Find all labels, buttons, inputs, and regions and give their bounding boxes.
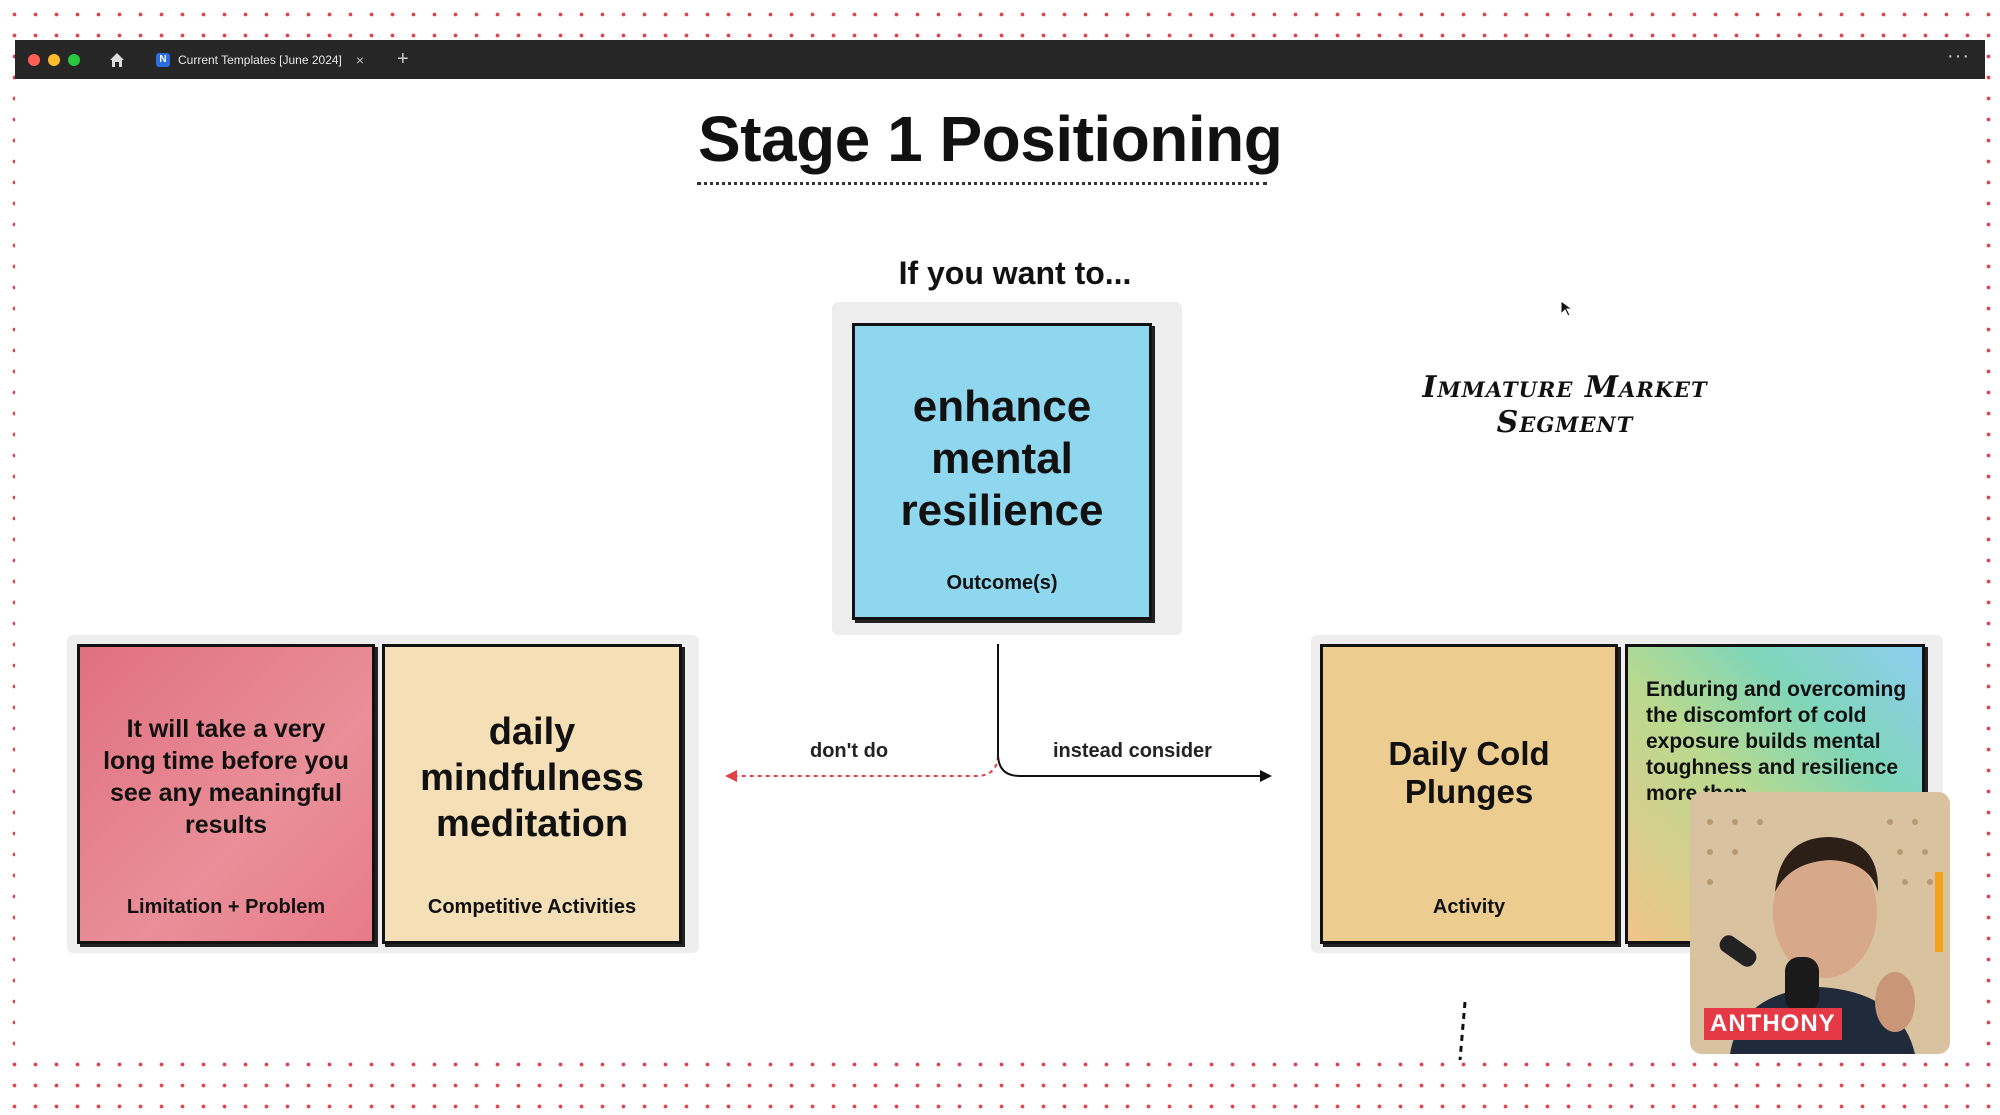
limitation-tag: Limitation + Problem [126, 896, 326, 918]
instead-arrowhead [1260, 770, 1272, 782]
segment-label: Immature Market Segment [1422, 370, 1708, 440]
competitive-card[interactable]: daily mindfulness meditation Competitive… [382, 644, 682, 944]
benefit-text: Enduring and overcoming the discomfort o… [1646, 678, 1907, 805]
close-window-button[interactable] [28, 54, 40, 66]
tab-title: Current Templates [June 2024] [178, 53, 342, 67]
flow-connectors [725, 644, 1467, 1060]
app-window: N Current Templates [June 2024] × + ··· … [15, 40, 1985, 1060]
title-bar: N Current Templates [June 2024] × + ··· [15, 40, 1985, 79]
dont-do-arrow [735, 644, 999, 777]
activity-card[interactable]: Daily Cold Plunges Activity [1320, 644, 1618, 944]
subtitle: If you want to... [898, 255, 1132, 291]
title-underline [697, 182, 1267, 185]
activity-text: Daily Cold Plunges [1388, 735, 1550, 810]
outcome-tag: Outcome(s) [946, 572, 1058, 594]
dont-do-arrowhead [725, 770, 737, 782]
competitive-text: daily mindfulness meditation [420, 711, 644, 845]
activity-tag: Activity [1432, 896, 1506, 918]
mouse-cursor-icon [1560, 300, 1574, 317]
webcam-video: ANTHONY [1690, 792, 1950, 1054]
instead-arrow [997, 644, 1260, 777]
dont-do-label: don't do [810, 740, 889, 762]
minimize-window-button[interactable] [48, 54, 60, 66]
dashed-connector [1458, 1001, 1467, 1060]
tab-close-icon[interactable]: × [355, 52, 365, 68]
limitation-text: It will take a very long time before you… [103, 715, 349, 839]
new-tab-button[interactable]: + [397, 48, 409, 70]
tab-current-templates[interactable]: N Current Templates [June 2024] × [148, 46, 386, 74]
limitation-card[interactable]: It will take a very long time before you… [77, 644, 375, 944]
outcome-card[interactable]: enhance mental resilience Outcome(s) [852, 323, 1152, 620]
instead-consider-label: instead consider [1053, 740, 1212, 762]
maximize-window-button[interactable] [68, 54, 80, 66]
outcome-text: enhance mental resilience [900, 382, 1104, 535]
speaker-name-badge: ANTHONY [1704, 1008, 1842, 1040]
app-favicon-icon: N [156, 53, 170, 67]
page-title: Stage 1 Positioning [698, 103, 1283, 175]
home-icon[interactable] [108, 51, 126, 69]
competitive-tag: Competitive Activities [427, 896, 637, 918]
more-options-button[interactable]: ··· [1947, 45, 1970, 67]
